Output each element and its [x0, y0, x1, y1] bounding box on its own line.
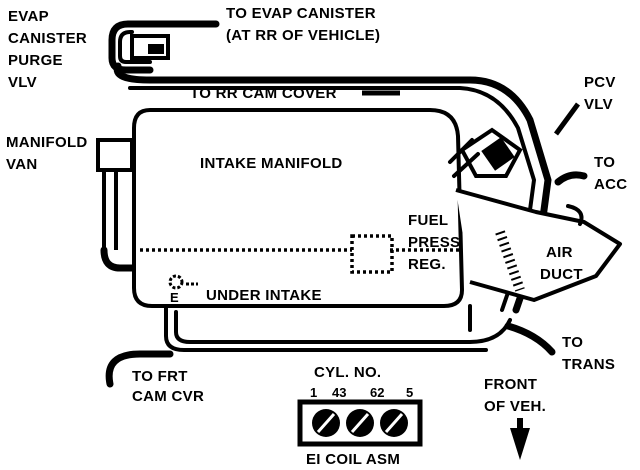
manifold-vacuum-port: [96, 138, 144, 272]
cyl-43-label: 43: [332, 385, 346, 400]
pcv-valve: [448, 127, 523, 178]
to-rr-cam-label: TO RR CAM COVER: [190, 85, 337, 102]
to-frt-cam-label-2: CAM CVR: [132, 388, 204, 405]
manifold-van-label-2: VAN: [6, 156, 37, 173]
lower-manifold-hose: [174, 310, 512, 344]
air-duct: [455, 188, 622, 302]
under-intake-symbol: [168, 274, 198, 290]
frt-cam-hose: [105, 350, 174, 388]
evap-purge-valve: [130, 34, 170, 60]
fuel-press-reg-outline: [350, 234, 394, 274]
e-mark-label: E: [170, 290, 179, 305]
to-evap-label-2: (AT RR OF VEHICLE): [226, 27, 380, 44]
cyl-no-label: CYL. NO.: [314, 364, 381, 381]
to-trans-label-2: TRANS: [562, 356, 615, 373]
under-intake-label: UNDER INTAKE: [206, 287, 322, 304]
air-duct-label-2: DUCT: [540, 266, 583, 283]
pcv-label-2: VLV: [584, 96, 613, 113]
rr-cam-cover-hose: [113, 62, 552, 314]
to-frt-cam-label-1: TO FRT: [132, 368, 188, 385]
intake-manifold-label: INTAKE MANIFOLD: [200, 155, 343, 172]
pcv-label-1: PCV: [584, 74, 616, 91]
trans-hose: [504, 322, 556, 356]
pcv-leader: [553, 102, 581, 136]
fuel-reg-label-1: FUEL: [408, 212, 448, 229]
evap-purge-label-2: CANISTER: [8, 30, 87, 47]
intake-manifold-outline: [132, 108, 465, 308]
ei-coil-assembly: [297, 399, 423, 447]
cyl-1-label: 1: [310, 385, 317, 400]
front-of-veh-label-2: OF VEH.: [484, 398, 546, 415]
air-duct-label-1: AIR: [546, 244, 573, 261]
acc-hose: [554, 171, 588, 186]
manifold-van-label-1: MANIFOLD: [6, 134, 88, 151]
to-acc-label-1: TO: [594, 154, 615, 171]
evap-purge-label-3: PURGE: [8, 52, 63, 69]
front-arrow-icon: [510, 428, 530, 460]
front-of-veh-label-1: FRONT: [484, 376, 537, 393]
evap-purge-label-4: VLV: [8, 74, 37, 91]
evap-purge-label-1: EVAP: [8, 8, 49, 25]
cyl-62-label: 62: [370, 385, 384, 400]
cyl-5-label: 5: [406, 385, 413, 400]
fuel-reg-label-2: PRESS: [408, 234, 460, 251]
fuel-reg-label-3: REG.: [408, 256, 446, 273]
ei-coil-label: EI COIL ASM: [306, 451, 400, 468]
to-trans-label-1: TO: [562, 334, 583, 351]
to-evap-label-1: TO EVAP CANISTER: [226, 5, 376, 22]
to-acc-label-2: ACC: [594, 176, 627, 193]
